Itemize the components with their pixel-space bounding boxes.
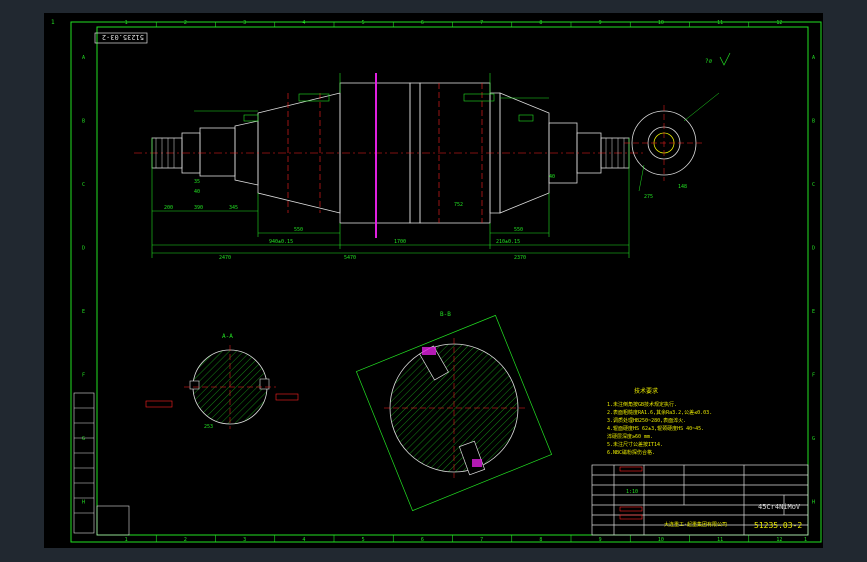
- dim-40-right: 40: [549, 174, 555, 180]
- spline-hatching: [155, 138, 625, 168]
- section-b-label: B-B: [440, 311, 451, 318]
- shaft-centerlines: [134, 73, 644, 238]
- note-line: 4.辊面硬度HS 62±3,辊颈硬度HS 40~45.: [607, 425, 704, 432]
- stamp-text: 51235.03-2: [102, 33, 144, 41]
- dim-550-right: 550: [514, 227, 523, 233]
- roughness-symbol: ?∅: [705, 52, 731, 66]
- grid-number-label: 9: [599, 20, 602, 26]
- grid-number-label: 5: [362, 537, 365, 543]
- grid-letter-label: D: [82, 245, 85, 251]
- grid-number-label: 12: [776, 20, 782, 26]
- grid-number-label: 11: [717, 537, 723, 543]
- dim-148: 148: [678, 184, 687, 190]
- grid-number-label: 2: [184, 20, 187, 26]
- grid-letter-label: B: [812, 118, 815, 124]
- dim-200: 200: [164, 205, 173, 211]
- grid-letter-label: G: [812, 436, 815, 442]
- outer-border: [70, 21, 822, 543]
- dim-550-left: 550: [294, 227, 303, 233]
- left-bearing-seat: [199, 127, 236, 177]
- dim-2370: 2370: [514, 255, 526, 261]
- title-company: 大连重工·起重集团有限公司: [664, 521, 727, 528]
- grid-letter-label: C: [82, 182, 85, 188]
- technical-notes: 技术要求 1.未注倒角按GB技术规定执行. 2.表面粗糙度RA1.6,其余Ra3…: [607, 387, 712, 456]
- grid-letter-label: D: [812, 245, 815, 251]
- notes-title: 技术要求: [634, 387, 658, 395]
- grid-number-label: 3: [243, 20, 246, 26]
- dim-overall: 5470: [344, 255, 356, 261]
- grid-number-label: 8: [539, 537, 542, 543]
- dim-390: 390: [194, 205, 203, 211]
- grid-letter-label: H: [82, 499, 85, 505]
- grid-number-label: 11: [717, 20, 723, 26]
- dim-35: 35: [194, 179, 200, 185]
- grid-letter-label: F: [812, 372, 815, 378]
- grid-number-label: 9: [599, 537, 602, 543]
- grid-number-label: 6: [421, 20, 424, 26]
- grid-number-label: 7: [480, 537, 483, 543]
- dim-2470: 2470: [219, 255, 231, 261]
- title-block[interactable]: 45Cr4NiMoV 51235.03-2 大连重工·起重集团有限公司 1:10…: [591, 464, 809, 543]
- grid-letter-label: E: [82, 309, 85, 315]
- grid-letter-label: E: [812, 309, 815, 315]
- note-line: 2.表面粗糙度RA1.6,其余Ra3.2,公差≤0.03.: [607, 409, 712, 416]
- note-line: 5.未注尺寸公差按IT14.: [607, 441, 663, 448]
- grid-number-label: 10: [658, 20, 664, 26]
- grid-number-label: 10: [658, 537, 664, 543]
- note-line: 3.调质处理HB250~280,表面淬火.: [607, 417, 686, 424]
- dim-210: 210±0.15: [496, 239, 520, 245]
- grid-number: 1: [51, 19, 55, 26]
- grid-number-label: 7: [480, 20, 483, 26]
- revision-table: [73, 392, 130, 536]
- grid-number-label: 6: [421, 537, 424, 543]
- dimension-texts: 5470 1700 2470 2370 940±0.15 210±0.15 55…: [164, 174, 555, 261]
- section-a-label: A-A: [222, 333, 233, 340]
- dim-940: 940±0.15: [269, 239, 293, 245]
- grid-letter-label: F: [82, 372, 85, 378]
- end-view-circle[interactable]: 148 275: [624, 92, 720, 200]
- grid-number-label: 5: [362, 20, 365, 26]
- grid-number-label: 4: [302, 537, 305, 543]
- grid-letter-label: B: [82, 118, 85, 124]
- note-line: 1.未注倒角按GB技术规定执行.: [607, 401, 677, 408]
- grid-number-label: 4: [302, 20, 305, 26]
- title-scale: 1:10: [626, 489, 638, 495]
- title-sheet: 1: [804, 537, 807, 543]
- dim-roll-length: 1700: [394, 239, 406, 245]
- tolerance-frames: [243, 93, 534, 122]
- section-a-a[interactable]: A-A 253: [145, 333, 299, 430]
- grid-number-label: 2: [184, 537, 187, 543]
- title-part-name: 45Cr4NiMoV: [758, 503, 801, 511]
- grid-number-label: 1: [125, 20, 128, 26]
- grid-number-label: 12: [776, 537, 782, 543]
- grid-number-label: 1: [125, 537, 128, 543]
- grid-number-label: 8: [539, 20, 542, 26]
- grid-numbers-top: 1: [51, 19, 55, 26]
- grid-letter-label: H: [812, 499, 815, 505]
- dim-275: 275: [644, 194, 653, 200]
- grid-letter-label: A: [812, 55, 815, 61]
- title-drawing-number: 51235.03-2: [754, 521, 802, 530]
- section-b-b[interactable]: B-B: [355, 311, 553, 512]
- dim-345: 345: [229, 205, 238, 211]
- grid-letter-label: C: [812, 182, 815, 188]
- grid-letter-label: A: [82, 55, 85, 61]
- grid-letter-label: G: [82, 436, 85, 442]
- dimension-lines: [151, 73, 630, 258]
- note-line: 6.NBC磁粉探伤合格.: [607, 449, 655, 456]
- svg-text:?∅: ?∅: [705, 58, 713, 65]
- dim-253: 253: [204, 424, 213, 430]
- dim-752: 752: [454, 202, 463, 208]
- grid-number-label: 3: [243, 537, 246, 543]
- dim-40: 40: [194, 189, 200, 195]
- drawing-number-stamp: 51235.03-2: [94, 32, 148, 44]
- note-line: 淬硬层深度≥60 mm.: [607, 433, 653, 440]
